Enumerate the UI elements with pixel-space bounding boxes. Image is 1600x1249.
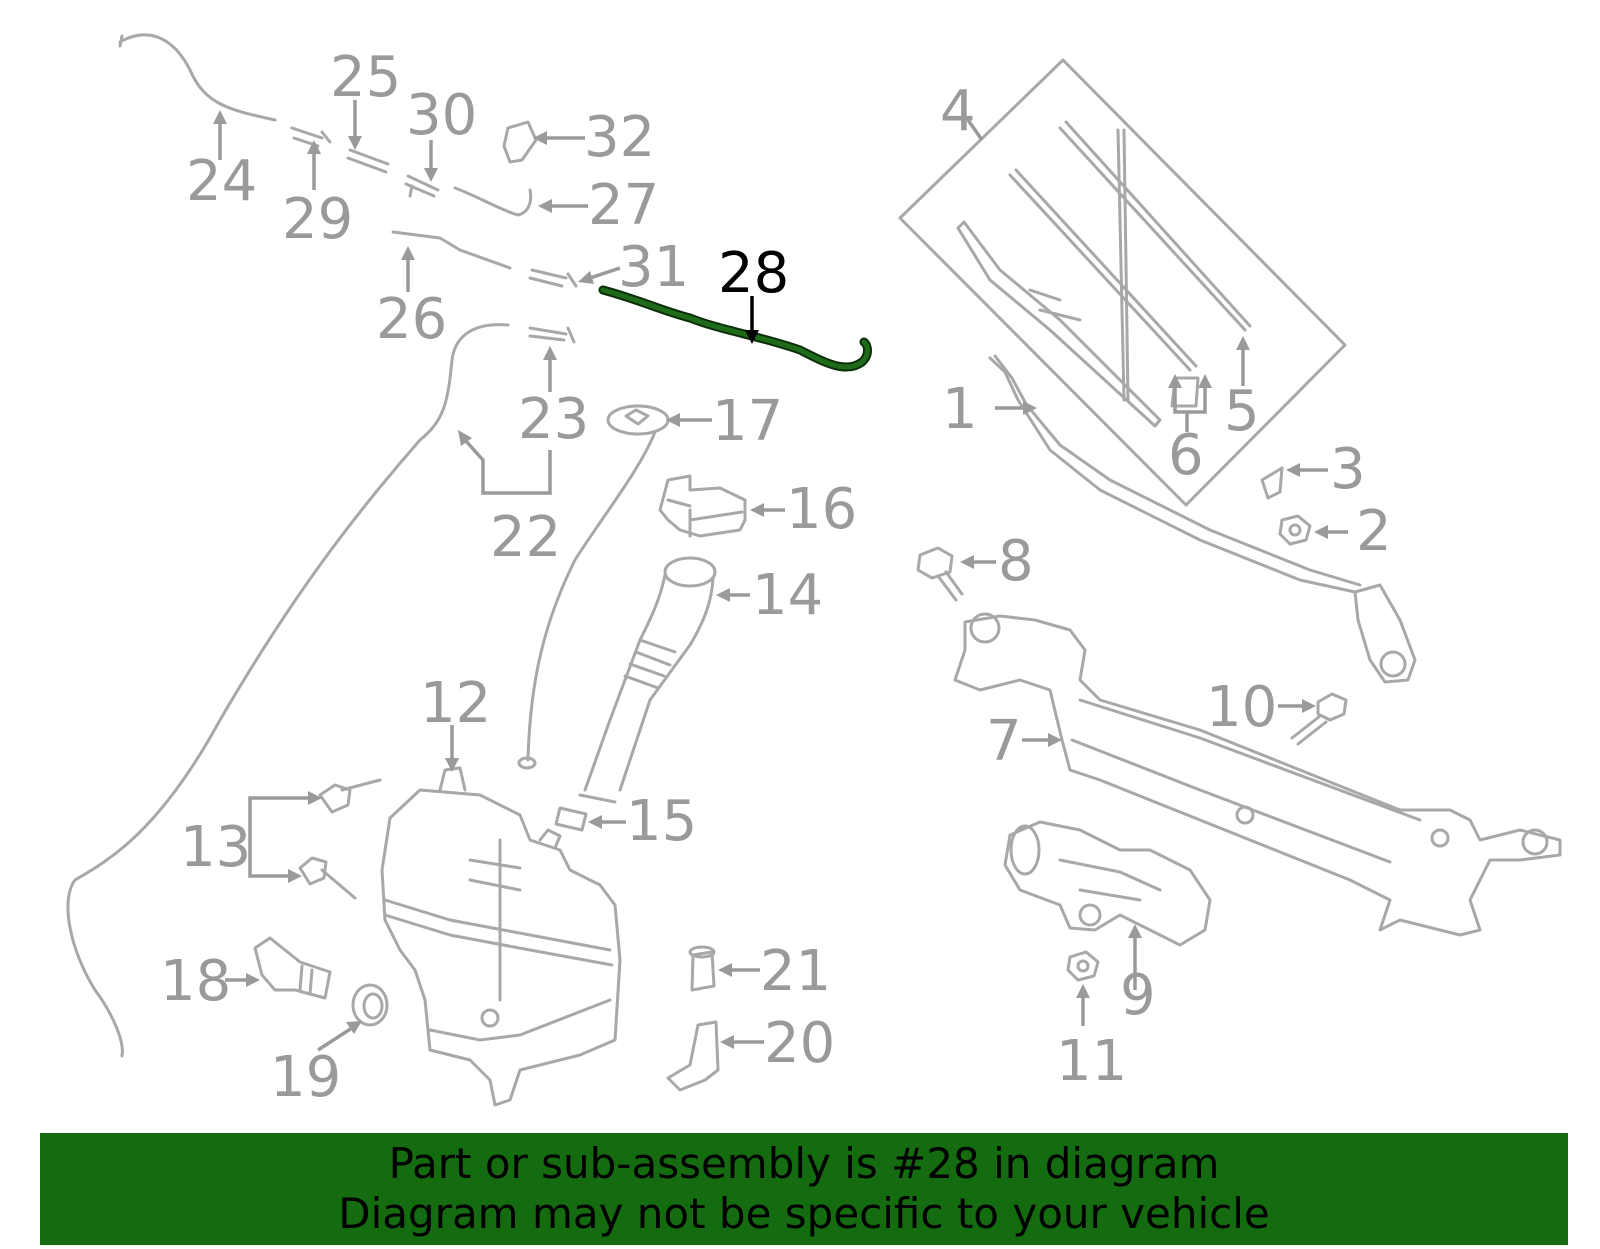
label-28-highlighted: 28 [718, 241, 789, 306]
part-22-long-hose[interactable] [66, 323, 510, 1058]
label-31: 31 [618, 235, 689, 300]
label-30: 30 [406, 83, 477, 148]
part-9-motor[interactable] [1003, 820, 1212, 947]
part-6-insert[interactable] [1170, 376, 1200, 408]
part-10-bolt[interactable] [1290, 692, 1348, 746]
label-11: 11 [1056, 1029, 1127, 1094]
part-16-bracket[interactable] [658, 474, 747, 538]
part-2-nut[interactable] [1278, 514, 1312, 546]
part-14-filler-neck[interactable] [578, 556, 717, 804]
part-3-cap[interactable] [1260, 466, 1284, 500]
part-31-connector[interactable] [528, 268, 578, 288]
part-24-hose[interactable] [118, 33, 277, 122]
label-19: 19 [270, 1045, 341, 1110]
label-14: 14 [752, 563, 823, 628]
part-21-cap[interactable] [688, 945, 716, 992]
label-26: 26 [376, 287, 447, 352]
part-13-bolt-lower[interactable] [298, 856, 357, 900]
part-20-sensor[interactable] [666, 1020, 720, 1092]
part-27-hose[interactable] [453, 186, 533, 217]
part-labels: 24 29 25 30 32 27 26 31 28 23 22 17 16 1… [160, 45, 1392, 1110]
label-9: 9 [1120, 963, 1156, 1028]
part-19-grommet[interactable] [351, 983, 389, 1027]
label-12: 12 [420, 671, 491, 736]
label-1: 1 [942, 377, 978, 442]
part-15-grommet[interactable] [554, 806, 588, 832]
label-25: 25 [330, 45, 401, 110]
leader-arrows [213, 100, 1348, 1052]
label-27: 27 [588, 173, 659, 238]
part-23-connector[interactable] [528, 326, 576, 344]
part-28-hose-highlighted[interactable] [598, 285, 872, 372]
part-26-tube[interactable] [391, 230, 512, 270]
label-7: 7 [986, 709, 1022, 774]
banner-line-1: Part or sub-assembly is #28 in diagram [388, 1139, 1220, 1188]
label-23: 23 [518, 387, 589, 452]
part-7-linkage[interactable] [953, 612, 1562, 937]
part-1-wiper-arm[interactable] [988, 354, 1417, 684]
label-32: 32 [584, 105, 655, 170]
part-8-bolt[interactable] [916, 546, 964, 602]
label-24: 24 [186, 149, 257, 214]
label-3: 3 [1330, 437, 1366, 502]
label-6: 6 [1168, 423, 1204, 488]
label-5: 5 [1224, 379, 1260, 444]
part-4-wiper-blade-kit[interactable] [898, 58, 1347, 507]
label-15: 15 [626, 789, 697, 854]
label-22: 22 [490, 505, 561, 570]
part-30-connector[interactable] [404, 174, 440, 198]
label-8: 8 [998, 529, 1034, 594]
label-29: 29 [282, 187, 353, 252]
label-20: 20 [764, 1011, 835, 1076]
part-25-pipe[interactable] [346, 148, 390, 174]
banner-line-2: Diagram may not be specific to your vehi… [338, 1189, 1270, 1238]
part-18-pump[interactable] [253, 936, 332, 1000]
info-banner: Part or sub-assembly is #28 in diagram D… [40, 1133, 1568, 1245]
part-29-connector[interactable] [290, 126, 332, 148]
label-17: 17 [712, 389, 783, 454]
part-32-nozzle[interactable] [502, 120, 538, 164]
part-11-nut[interactable] [1066, 950, 1100, 982]
label-21: 21 [760, 939, 831, 1004]
part-13-bolt-upper[interactable] [318, 778, 382, 814]
label-13: 13 [180, 815, 251, 880]
label-2: 2 [1356, 499, 1392, 564]
label-16: 16 [786, 477, 857, 542]
label-4: 4 [940, 79, 976, 144]
label-10: 10 [1206, 675, 1277, 740]
label-18: 18 [160, 949, 231, 1014]
